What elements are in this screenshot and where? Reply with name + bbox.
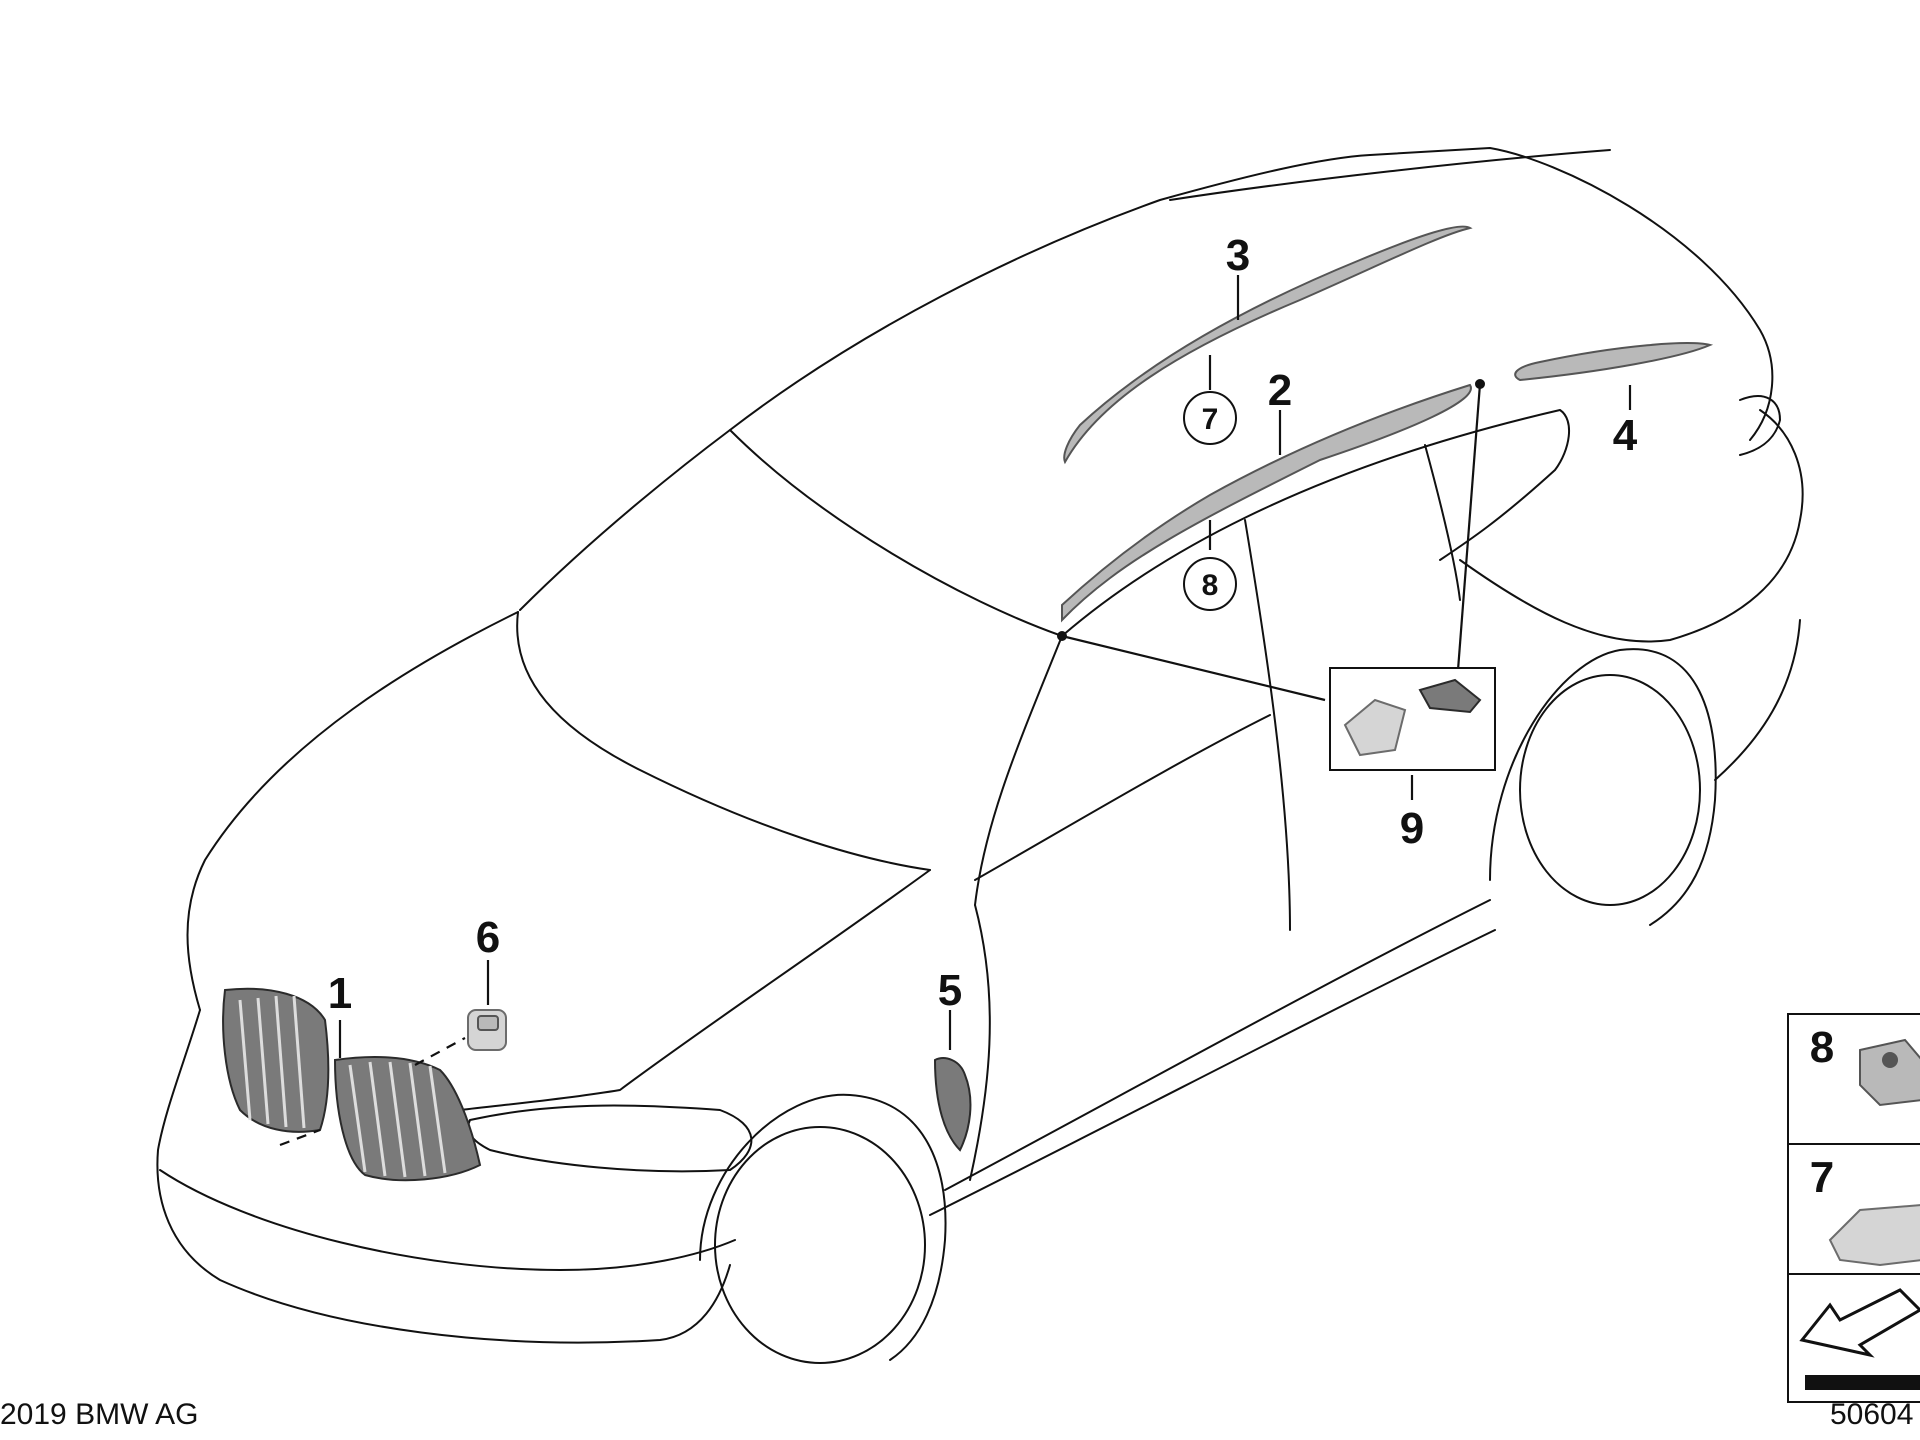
- hood-crease: [459, 869, 931, 1111]
- sensor-6: [467, 1009, 507, 1051]
- front-face: [156, 1009, 731, 1344]
- side-badge-5: [933, 1057, 972, 1152]
- rear-bumper: [1714, 619, 1801, 781]
- circled-ref-8: 8: [1183, 557, 1237, 611]
- c-pillar: [1424, 444, 1461, 601]
- headlight: [467, 1104, 753, 1173]
- callout-5: 5: [938, 966, 962, 1015]
- hood-front: [186, 611, 519, 1011]
- callout-2: 2: [1268, 366, 1292, 415]
- kidney-grille: [222, 987, 482, 1182]
- front-door: [969, 904, 991, 1181]
- callout-1: 1: [328, 969, 352, 1018]
- a-pillar: [974, 635, 1063, 906]
- belt-line: [974, 714, 1271, 881]
- roof-rear-line: [1169, 149, 1611, 201]
- svg-text:8: 8: [1202, 569, 1219, 602]
- bracket-clip-b: [1418, 678, 1482, 714]
- rear-quarter: [1459, 409, 1804, 643]
- arrow-back-icon[interactable]: [1799, 1288, 1920, 1390]
- legend-8-label: 8: [1810, 1023, 1834, 1072]
- callout-4: 4: [1613, 411, 1638, 460]
- drawing-number: 50604: [1830, 1398, 1913, 1431]
- roof-rail-2: [1061, 383, 1472, 623]
- callout-3: 3: [1226, 231, 1250, 280]
- tail-light: [1739, 395, 1781, 456]
- grille-slats: [238, 995, 447, 1178]
- legend-7-label: 7: [1810, 1153, 1834, 1202]
- front-wheel-arch: [699, 1093, 947, 1361]
- circled-ref-7: 7: [1183, 391, 1237, 445]
- rear-wheel-arch: [1489, 648, 1717, 926]
- windshield-cowl: [516, 611, 931, 871]
- b-pillar: [1244, 519, 1291, 931]
- nut-icon: [1859, 1038, 1920, 1107]
- side-window-top: [1061, 409, 1571, 637]
- callout-6: 6: [476, 913, 500, 962]
- clip-icon: [1828, 1204, 1920, 1267]
- roof-rail-3: [1063, 225, 1473, 465]
- callout-9: 9: [1400, 804, 1424, 853]
- svg-text:7: 7: [1202, 403, 1219, 436]
- bracket-clip-a: [1343, 698, 1407, 757]
- windshield-top: [729, 429, 1063, 637]
- grille-right: [333, 1056, 482, 1182]
- rocker-panel-lower: [929, 929, 1496, 1216]
- rocker-panel: [944, 899, 1491, 1191]
- legend-panel: 8 7: [1787, 1013, 1920, 1403]
- bracket-detail-box: [1329, 667, 1496, 771]
- copyright-text: 2019 BMW AG: [0, 1398, 198, 1431]
- front-wheel: [714, 1126, 926, 1364]
- front-bumper: [159, 1169, 736, 1271]
- car-outline: [156, 147, 1804, 1364]
- rear-wheel: [1519, 674, 1701, 906]
- leader-lines: [279, 275, 1632, 1147]
- rear-trim-4: [1514, 342, 1714, 382]
